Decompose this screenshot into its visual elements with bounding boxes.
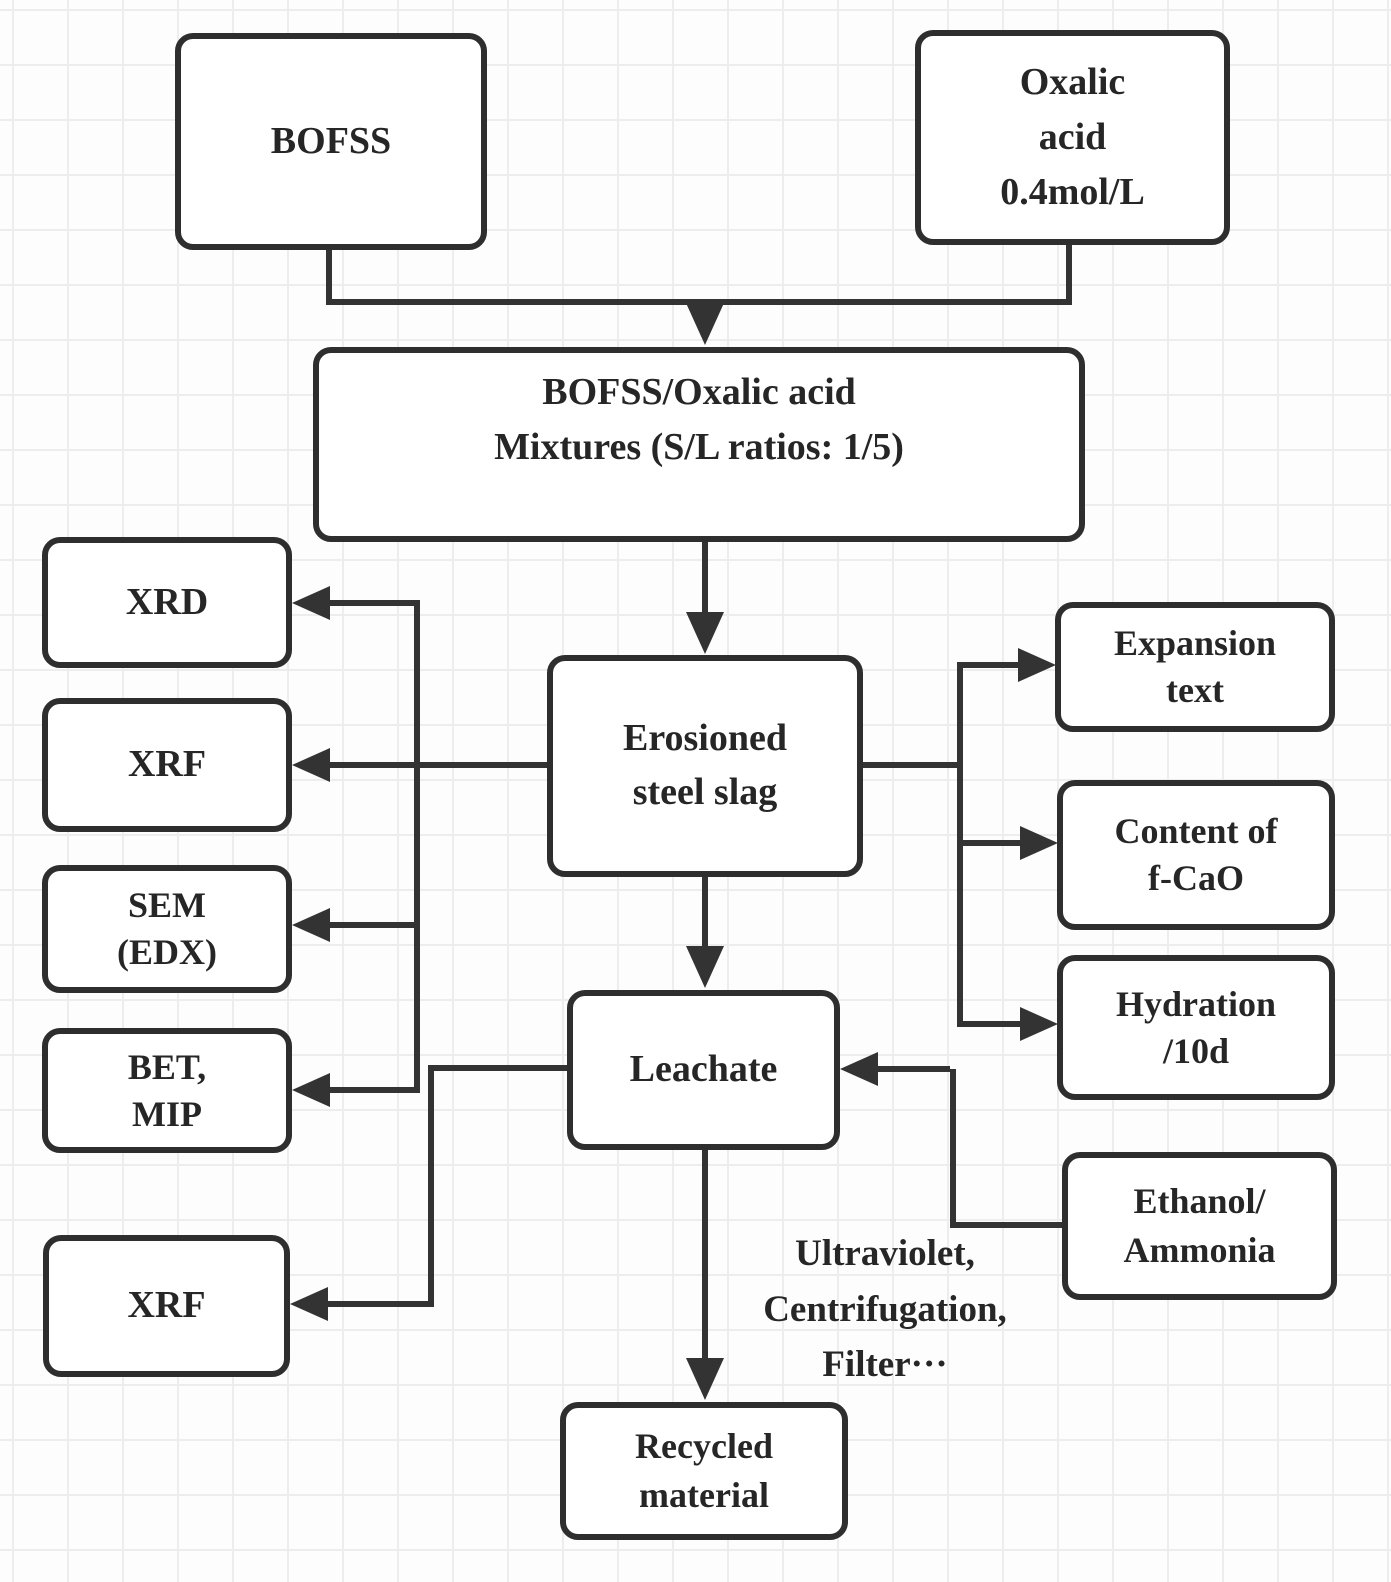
node-xrf-label: XRF: [127, 743, 207, 786]
arrowhead-into-erosioned: [686, 612, 724, 654]
node-bet-line1: BET,: [127, 1046, 207, 1087]
node-xrf: XRF: [42, 698, 292, 832]
connector-ethanol-to-leachate: [876, 1066, 950, 1072]
node-mixtures: BOFSS/Oxalic acid Mixtures (S/L ratios: …: [313, 347, 1085, 542]
node-bofss: BOFSS: [175, 33, 487, 250]
node-sem-edx: SEM (EDX): [42, 865, 292, 993]
connector-to-xrf-leachate: [328, 1301, 434, 1307]
node-hydration-line1: Hydration: [1115, 983, 1276, 1024]
node-sem-line1: SEM: [127, 885, 206, 926]
connector-leachate-left-down: [428, 1065, 434, 1307]
node-xrf-leachate: XRF: [43, 1235, 290, 1377]
connector-erosioned-right: [863, 762, 963, 768]
arrowhead-into-bet: [292, 1073, 330, 1107]
node-ethanol-line2: Ammonia: [1123, 1230, 1276, 1270]
node-expansion-text: Expansion text: [1055, 602, 1335, 732]
node-erosioned-line2: steel slag: [632, 771, 778, 813]
node-xrf-leachate-label: XRF: [127, 1284, 206, 1327]
arrowhead-into-sem: [292, 908, 330, 942]
leachate-treatment-note: Ultraviolet, Centrifugation, Filter···: [705, 1226, 1065, 1393]
arrowhead-into-xrf-leachate: [290, 1287, 328, 1321]
node-leachate: Leachate: [567, 990, 840, 1150]
connector-sem-branch: [328, 922, 420, 928]
node-oxalic-line2: acid: [1038, 115, 1107, 158]
note-line3: Filter···: [822, 1344, 948, 1385]
arrowhead-into-mixtures: [686, 303, 724, 345]
arrowhead-into-xrf: [292, 748, 330, 782]
connector-oxalic-stub: [1066, 245, 1072, 305]
connector-erosioned-to-xrf: [328, 762, 547, 768]
node-mixtures-line1: BOFSS/Oxalic acid: [542, 371, 856, 413]
node-xrd-label: XRD: [125, 580, 209, 623]
connector-xrd-branch: [328, 600, 420, 606]
connector-ethanol-up: [950, 1069, 956, 1228]
node-sem-line2: (EDX): [117, 932, 217, 972]
arrowhead-into-xrd: [292, 586, 330, 620]
arrowhead-into-recycled: [686, 1358, 724, 1400]
node-erosioned-steel-slag: Erosioned steel slag: [547, 655, 863, 877]
connector-mixtures-to-erosioned: [702, 542, 708, 616]
arrowhead-ethanol-into-leachate: [840, 1052, 878, 1086]
node-ethanol-ammonia: Ethanol/ Ammonia: [1062, 1152, 1337, 1300]
node-oxalic-line3: 0.4mol/L: [1000, 171, 1145, 214]
node-bofss-label: BOFSS: [270, 119, 392, 162]
connector-content-branch: [957, 840, 1021, 846]
arrowhead-into-content: [1020, 826, 1058, 860]
node-hydration-line2: /10d: [1162, 1030, 1230, 1071]
connector-merge-horizontal: [326, 299, 1072, 305]
node-mixtures-line2: Mixtures (S/L ratios: 1/5): [494, 426, 904, 469]
node-ethanol-line1: Ethanol/: [1133, 1181, 1266, 1222]
connector-expansion-branch: [957, 662, 1019, 668]
node-expansion-line2: text: [1166, 670, 1224, 710]
arrowhead-into-expansion: [1018, 648, 1056, 682]
arrowhead-into-leachate: [686, 946, 724, 988]
node-oxalic-acid: Oxalic acid 0.4mol/L: [915, 30, 1230, 245]
node-expansion-line1: Expansion: [1113, 623, 1277, 664]
note-line2: Centrifugation,: [763, 1288, 1007, 1330]
arrowhead-into-hydration: [1020, 1007, 1058, 1041]
node-erosioned-line1: Erosioned: [622, 717, 787, 760]
note-line1: Ultraviolet,: [795, 1233, 975, 1274]
node-content-of-fcao: Content of f-CaO: [1057, 780, 1335, 930]
node-recycled-material: Recycled material: [560, 1402, 848, 1540]
connector-ethanol-out: [950, 1222, 1062, 1228]
node-recycled-line2: material: [639, 1475, 769, 1515]
node-content-line2: f-CaO: [1148, 858, 1244, 898]
node-bet-line2: MIP: [132, 1093, 202, 1134]
node-leachate-label: Leachate: [629, 1048, 778, 1091]
connector-leachate-left: [428, 1065, 567, 1071]
connector-bofss-stub: [326, 250, 332, 305]
connector-erosioned-to-leachate: [702, 877, 708, 950]
node-xrd: XRD: [42, 537, 292, 668]
connector-left-trunk: [414, 600, 420, 1093]
node-recycled-line1: Recycled: [635, 1426, 773, 1467]
connector-hydration-branch: [957, 1021, 1021, 1027]
connector-bet-branch: [328, 1087, 420, 1093]
connector-leachate-to-recycled: [702, 1150, 708, 1362]
node-hydration-10d: Hydration /10d: [1057, 955, 1335, 1100]
node-oxalic-line1: Oxalic: [1019, 60, 1126, 103]
node-content-line1: Content of: [1114, 811, 1278, 852]
node-bet-mip: BET, MIP: [42, 1028, 292, 1153]
